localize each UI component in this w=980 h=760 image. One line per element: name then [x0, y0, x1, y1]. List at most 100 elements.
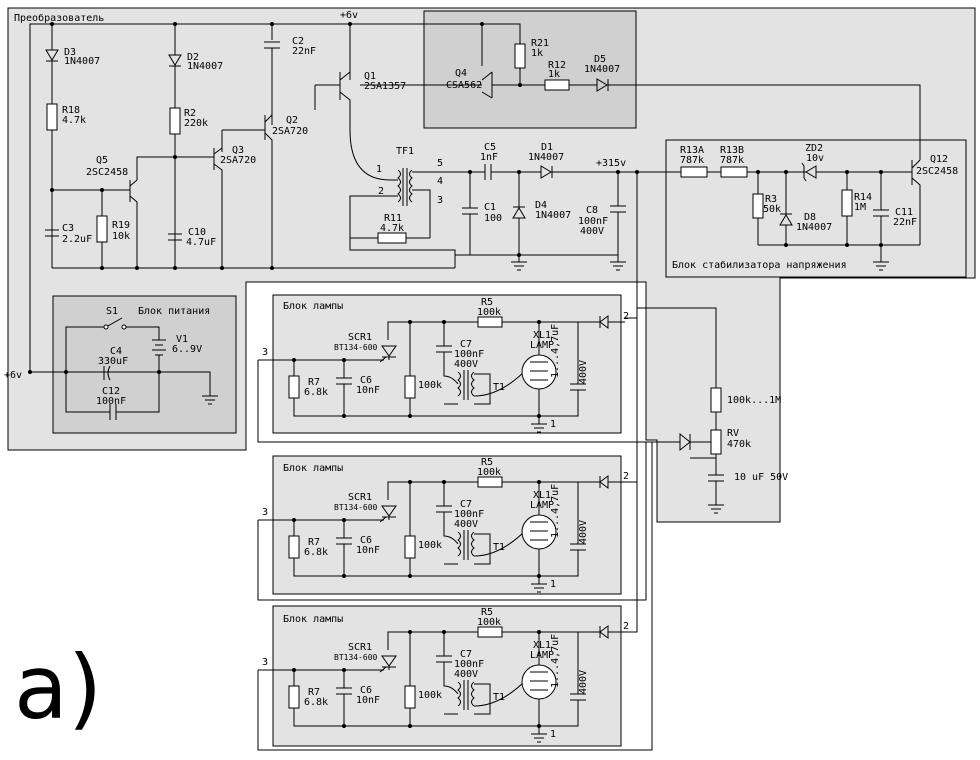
lamp2-label-3: BT134-600 [334, 503, 378, 512]
lamp1-label-12: 10nF [356, 385, 380, 396]
lamp-block-1 [272, 294, 622, 434]
lamp-title-3: Блок лампы [283, 614, 343, 625]
lamp3-label-17: 3 [262, 657, 268, 668]
label-converter-Q3-1: 2SA720 [220, 155, 256, 166]
converter-title: Преобразователь [14, 12, 104, 24]
lamp2-label-19: 2 [623, 471, 629, 482]
stabilizer-junctions [756, 170, 883, 247]
lamp1-label-9: R7 [308, 377, 320, 388]
lamp3-label-2: SCR1 [348, 642, 372, 653]
label-power-V1-0: V1 [176, 334, 188, 345]
lamp-title-1: Блок лампы [283, 301, 343, 312]
label-converter-D4-1: 1N4007 [535, 210, 571, 221]
label-converter-D1-1: 1N4007 [528, 152, 564, 163]
lamp2-label-13: 100k [418, 540, 442, 551]
stabilizer-title: Блок стабилизатора напряжения [672, 259, 847, 271]
label-converter-D5-0: D5 [594, 54, 606, 65]
label-converter-C10-1: 4.7uF [186, 237, 216, 248]
label-converter-C3-0: C3 [62, 223, 74, 234]
label-stabilizer-D8-1: 1N4007 [796, 222, 832, 233]
lamp2-label-10: 6.8k [304, 547, 328, 558]
lamp1-label-4: C7 [460, 339, 472, 350]
lamp2-label-11: C6 [360, 535, 372, 546]
lamp1-label-5: 100nF [454, 349, 484, 360]
lamp2-label-17: 3 [262, 507, 268, 518]
label-power-C12-1: 100nF [96, 396, 126, 407]
lamp2-label-6: 400V [454, 519, 478, 530]
lamp3-label-15: 1...4,7uF [550, 634, 561, 688]
lamp1-label-17: 3 [262, 347, 268, 358]
q4-subblock [423, 10, 637, 129]
lamp1-label-16: 400V [578, 360, 589, 384]
lamp3-label-7: XL1 [533, 640, 551, 651]
lamp1-label-0: R5 [481, 297, 493, 308]
lamp2-label-14: T1 [493, 542, 505, 553]
lamp2-label-12: 10nF [356, 545, 380, 556]
lamp-block-2 [272, 455, 622, 595]
lamp2-label-1: 100k [477, 467, 501, 478]
label-converter-Q1-0: Q1 [364, 71, 376, 82]
label-converter-D5-1: 1N4007 [584, 64, 620, 75]
label-converter-C8-0: C8 [586, 205, 598, 216]
lamp3-label-4: C7 [460, 649, 472, 660]
lamp2-label-15: 1...4,7uF [550, 484, 561, 538]
label-control-cap: 10 uF 50V [734, 472, 788, 483]
label-converter-R12-0: R12 [548, 60, 566, 71]
lamp3-label-0: R5 [481, 607, 493, 618]
lamp1-label-19: 2 [623, 311, 629, 322]
lamp3-label-6: 400V [454, 669, 478, 680]
label-converter-D3-0: D3 [64, 47, 76, 58]
lamp3-label-13: 100k [418, 690, 442, 701]
label-converter-pins-0: 1 [376, 164, 382, 175]
label-control-RV-0: RV [727, 428, 739, 439]
lamp1-label-14: T1 [493, 382, 505, 393]
label-converter-R18-0: R18 [62, 105, 80, 116]
label-converter-R11-1: 4.7k [380, 223, 404, 234]
label-control-RV-1: 470k [727, 439, 751, 450]
label-stabilizer-ZD2-1: 10v [806, 153, 824, 164]
power-block [52, 295, 237, 434]
label-converter-D4-0: D4 [535, 200, 547, 211]
label-converter-C1-1: 100 [484, 213, 502, 224]
label-stabilizer-R14-0: R14 [854, 192, 872, 203]
label-converter-R21-0: R21 [531, 38, 549, 49]
label-converter-D2-1: 1N4007 [187, 61, 223, 72]
label-converter-C2-1: 22nF [292, 46, 316, 57]
label-stabilizer-R13A-0: R13A [680, 145, 704, 156]
label-power-V1-1: 6..9V [172, 344, 202, 355]
label-converter-C5-1: 1nF [480, 152, 498, 163]
label-power-C12-0: C12 [102, 386, 120, 397]
lamp-title-2: Блок лампы [283, 463, 343, 474]
label-converter-C8-2: 400V [580, 226, 604, 237]
label-converter-R2-0: R2 [184, 108, 196, 119]
lamp1-label-18: 1 [550, 419, 556, 430]
lamp2-label-0: R5 [481, 457, 493, 468]
label-converter-R19-1: 10k [112, 231, 130, 242]
label-converter-R18-1: 4.7k [62, 115, 86, 126]
label-stabilizer-R3-0: R3 [765, 194, 777, 205]
power-wiring [30, 317, 218, 420]
lamp1-label-2: SCR1 [348, 332, 372, 343]
figure-label: a) [14, 636, 102, 739]
stabilizer-block [665, 139, 967, 278]
label-stabilizer-R13B-1: 787k [720, 155, 744, 166]
label-converter-C5-0: C5 [484, 142, 496, 153]
lamp2-label-4: C7 [460, 499, 472, 510]
lamp3-label-3: BT134-600 [334, 653, 378, 662]
converter-junctions [28, 22, 639, 374]
label-converter-D2-0: D2 [187, 52, 199, 63]
lamp1-label-13: 100k [418, 380, 442, 391]
rail-6v-top: +6v [340, 10, 358, 21]
label-converter-C3-1: 2.2uF [62, 234, 92, 245]
power-junctions [64, 370, 161, 374]
lamp-bus-wiring [257, 317, 653, 751]
label-converter-Q2-1: 2SA720 [272, 126, 308, 137]
rail-315v: +315v [596, 158, 626, 169]
control-wiring [257, 307, 724, 514]
lamp1-label-6: 400V [454, 359, 478, 370]
lamp1-label-15: 1...4,7uF [550, 324, 561, 378]
label-converter-R21-1: 1k [531, 48, 543, 59]
